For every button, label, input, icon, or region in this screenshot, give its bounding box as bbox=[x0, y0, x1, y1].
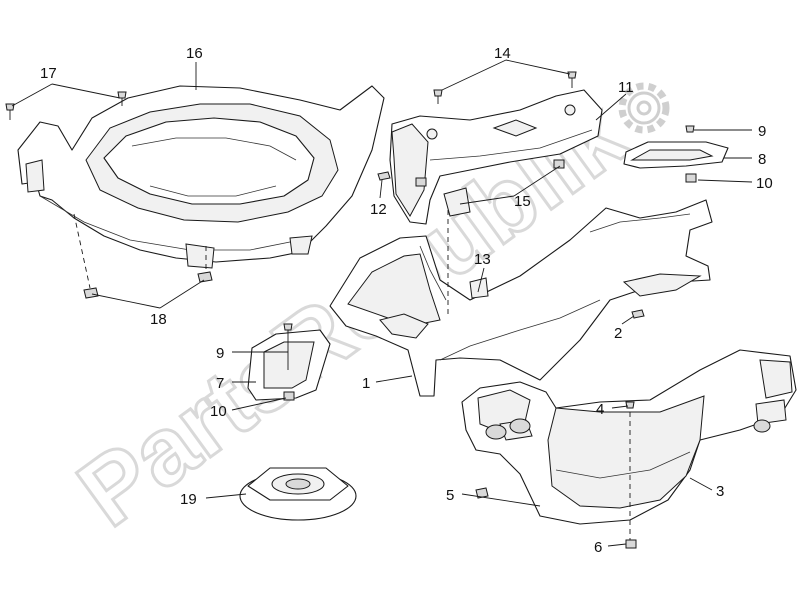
screw-2 bbox=[631, 309, 645, 319]
clip-6 bbox=[625, 539, 637, 549]
callout-10-lower: 10 bbox=[210, 403, 227, 420]
screw-4 bbox=[625, 401, 635, 409]
screw-9-upper bbox=[685, 125, 695, 133]
callout-4: 4 bbox=[596, 401, 604, 418]
callout-18: 18 bbox=[150, 311, 167, 328]
callout-1: 1 bbox=[362, 375, 370, 392]
part-3-handlebar-cover bbox=[461, 349, 797, 525]
callout-13: 13 bbox=[474, 251, 491, 268]
callout-16: 16 bbox=[186, 45, 203, 62]
callout-2: 2 bbox=[614, 325, 622, 342]
screw-12 bbox=[377, 171, 391, 181]
screw-17-right bbox=[117, 91, 127, 106]
part-8-bracket bbox=[623, 141, 729, 169]
part-16-ring-frame bbox=[17, 85, 385, 269]
callout-17: 17 bbox=[40, 65, 57, 82]
part-19-round-cap bbox=[239, 467, 357, 521]
screw-5 bbox=[475, 487, 489, 499]
callout-3: 3 bbox=[716, 483, 724, 500]
callout-9-lower: 9 bbox=[216, 345, 224, 362]
callout-6: 6 bbox=[594, 539, 602, 556]
callout-labels: 17 16 14 11 9 8 10 12 15 13 18 2 9 7 1 4… bbox=[40, 45, 773, 556]
callout-9-upper: 9 bbox=[758, 123, 766, 140]
part-1-front-cover bbox=[329, 199, 713, 397]
clip-15-b bbox=[553, 159, 565, 169]
leader-lines bbox=[11, 59, 753, 547]
callout-15: 15 bbox=[514, 193, 531, 210]
callout-11: 11 bbox=[618, 79, 634, 96]
callout-10-upper: 10 bbox=[756, 175, 773, 192]
callout-14: 14 bbox=[494, 45, 511, 62]
screw-17-left bbox=[5, 103, 15, 120]
callout-19: 19 bbox=[180, 491, 197, 508]
screw-14-right bbox=[567, 71, 577, 79]
callout-7: 7 bbox=[216, 375, 224, 392]
callout-5: 5 bbox=[446, 487, 454, 504]
gear-icon bbox=[618, 82, 670, 134]
clip-18-left bbox=[83, 287, 99, 299]
callout-8: 8 bbox=[758, 151, 766, 168]
callout-12: 12 bbox=[370, 201, 387, 218]
part-11-upper-cover bbox=[389, 89, 603, 225]
clip-18-right bbox=[197, 271, 213, 283]
clip-10-lower bbox=[283, 391, 295, 401]
clip-10-upper bbox=[685, 173, 697, 183]
clip-15-a bbox=[415, 177, 427, 187]
part-7-housing bbox=[247, 329, 331, 401]
screw-14-left bbox=[433, 89, 443, 97]
screw-9-lower bbox=[283, 323, 293, 331]
